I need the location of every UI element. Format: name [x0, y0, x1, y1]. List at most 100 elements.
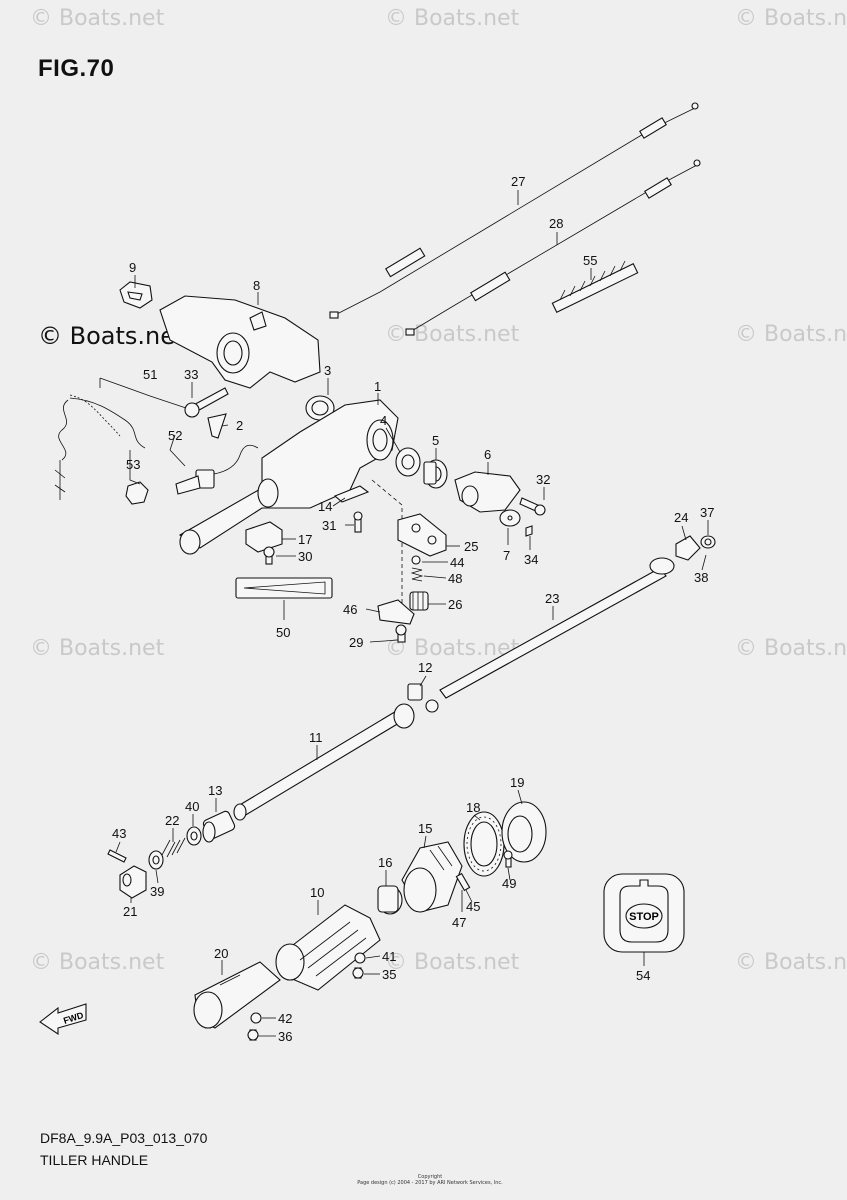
decal-50[interactable]: [235, 577, 333, 599]
part-number[interactable]: 21: [123, 904, 137, 919]
part-number[interactable]: 26: [448, 597, 462, 612]
joint-12[interactable]: [407, 683, 439, 713]
part-number[interactable]: 51: [143, 367, 157, 382]
part-number[interactable]: 32: [536, 472, 550, 487]
tiller-bracket-8[interactable]: [159, 295, 321, 389]
throttle-grip-15[interactable]: [401, 841, 463, 913]
part-number[interactable]: 34: [524, 552, 538, 567]
screw-49[interactable]: [503, 850, 513, 868]
part-number[interactable]: 22: [165, 813, 179, 828]
spring-22[interactable]: [161, 837, 186, 858]
spring-48[interactable]: [410, 567, 424, 582]
washer-41[interactable]: [354, 952, 366, 964]
part-number[interactable]: 46: [343, 602, 357, 617]
part-number[interactable]: 40: [185, 799, 199, 814]
clip-2[interactable]: [207, 413, 227, 439]
stop-lanyard-51[interactable]: [54, 394, 259, 500]
throttle-friction-25[interactable]: [397, 513, 447, 557]
washer-3[interactable]: [305, 395, 335, 421]
part-number[interactable]: 3: [324, 363, 331, 378]
seal-4[interactable]: [395, 447, 421, 477]
ring-18[interactable]: [463, 811, 505, 877]
part-number[interactable]: 1: [374, 379, 381, 394]
part-number[interactable]: 38: [694, 570, 708, 585]
grommet-9[interactable]: [119, 281, 153, 309]
part-number[interactable]: 45: [466, 899, 480, 914]
part-number[interactable]: 12: [418, 660, 432, 675]
part-number[interactable]: 5: [432, 433, 439, 448]
part-number[interactable]: 36: [278, 1029, 292, 1044]
part-number[interactable]: 43: [112, 826, 126, 841]
end-cap-20[interactable]: [193, 961, 281, 1029]
part-number[interactable]: 4: [380, 413, 387, 428]
part-number[interactable]: 35: [382, 967, 396, 982]
part-number[interactable]: 24: [674, 510, 688, 525]
grip-10[interactable]: [275, 904, 381, 991]
screw-32[interactable]: [519, 497, 546, 516]
part-number[interactable]: 9: [129, 260, 136, 275]
part-number[interactable]: 55: [583, 253, 597, 268]
stopper-24[interactable]: [675, 535, 701, 561]
part-number[interactable]: 18: [466, 800, 480, 815]
throttle-shaft-23[interactable]: [439, 557, 675, 699]
part-number[interactable]: 2: [236, 418, 243, 433]
part-number[interactable]: 54: [636, 968, 650, 983]
washer-39[interactable]: [148, 850, 164, 870]
shaft-11[interactable]: [233, 703, 415, 821]
part-number[interactable]: 23: [545, 591, 559, 606]
stopper-46[interactable]: [377, 599, 415, 625]
throttle-cam-6[interactable]: [454, 471, 521, 513]
screw-31[interactable]: [353, 511, 363, 533]
screw-35[interactable]: [352, 967, 364, 979]
part-number[interactable]: 48: [448, 571, 462, 586]
part-number[interactable]: 17: [298, 532, 312, 547]
part-number[interactable]: 11: [309, 730, 323, 745]
part-number[interactable]: 14: [318, 499, 332, 514]
end-plug-21[interactable]: [119, 865, 147, 899]
part-number[interactable]: 52: [168, 428, 182, 443]
part-number[interactable]: 53: [126, 457, 140, 472]
part-number[interactable]: 10: [310, 885, 324, 900]
spiral-sleeve-55[interactable]: [551, 260, 639, 313]
collar-16[interactable]: [377, 885, 403, 915]
part-number[interactable]: 15: [418, 821, 432, 836]
washer-7[interactable]: [499, 509, 521, 527]
part-number[interactable]: 33: [184, 367, 198, 382]
part-number[interactable]: 29: [349, 635, 363, 650]
part-number[interactable]: 7: [503, 548, 510, 563]
part-number[interactable]: 27: [511, 174, 525, 189]
stop-switch-54[interactable]: STOP: [603, 873, 685, 953]
part-number[interactable]: 49: [502, 876, 516, 891]
part-number[interactable]: 8: [253, 278, 260, 293]
part-number[interactable]: 42: [278, 1011, 292, 1026]
part-number[interactable]: 6: [484, 447, 491, 462]
part-number[interactable]: 37: [700, 505, 714, 520]
pin-45[interactable]: [455, 872, 471, 892]
part-number[interactable]: 31: [322, 518, 336, 533]
nut-53[interactable]: [125, 481, 149, 505]
washer-37[interactable]: [700, 535, 716, 549]
cap-13[interactable]: [202, 810, 236, 843]
part-number[interactable]: 28: [549, 216, 563, 231]
ball-44[interactable]: [411, 555, 421, 565]
screw-29[interactable]: [395, 624, 407, 643]
part-number[interactable]: 50: [276, 625, 290, 640]
bushing-5[interactable]: [423, 459, 448, 489]
part-number[interactable]: 16: [378, 855, 392, 870]
pin-43[interactable]: [107, 849, 127, 863]
part-number[interactable]: 39: [150, 884, 164, 899]
tiller-handle-1[interactable]: [178, 399, 399, 555]
part-number[interactable]: 30: [298, 549, 312, 564]
washer-42[interactable]: [250, 1012, 262, 1024]
screw-36[interactable]: [247, 1029, 259, 1041]
bracket-17[interactable]: [245, 521, 283, 553]
throttle-cable-27[interactable]: [329, 102, 699, 319]
plate-14[interactable]: [333, 485, 370, 503]
part-number[interactable]: 47: [452, 915, 466, 930]
part-number[interactable]: 25: [464, 539, 478, 554]
screw-30[interactable]: [263, 546, 275, 565]
part-number[interactable]: 20: [214, 946, 228, 961]
washer-40[interactable]: [186, 826, 202, 846]
pin-34[interactable]: [525, 525, 533, 537]
part-number[interactable]: 41: [382, 949, 396, 964]
